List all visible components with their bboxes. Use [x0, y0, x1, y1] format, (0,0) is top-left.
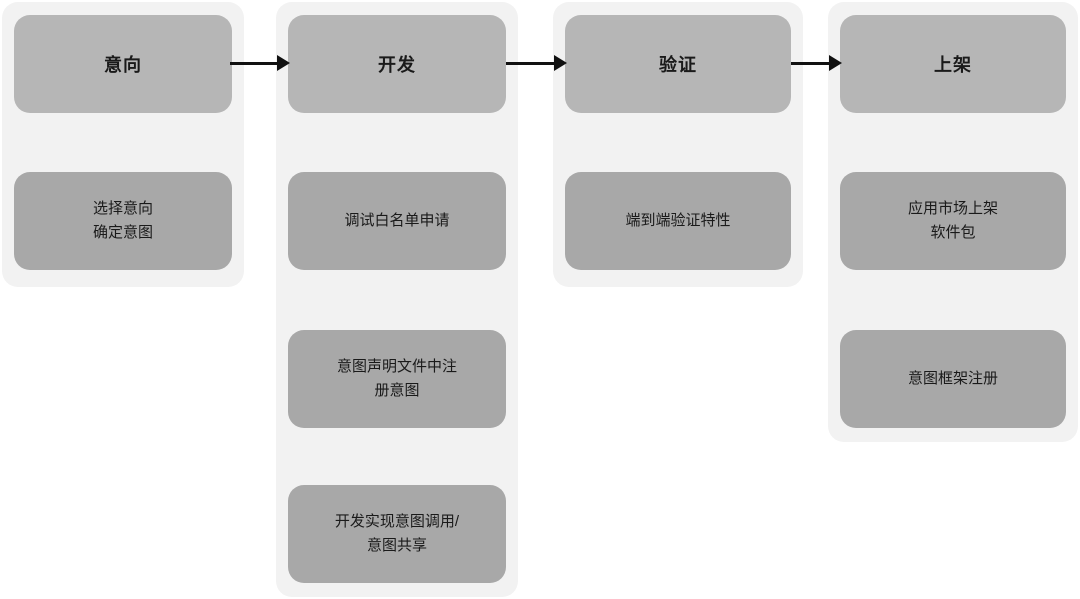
- stage-title: 意向: [104, 55, 142, 75]
- stage-column-intent: 意向 选择意向 确定意图: [2, 2, 244, 287]
- step-box-framework-register: 意图框架注册: [840, 330, 1066, 428]
- step-box-declare-intent: 意图声明文件中注 册意图: [288, 330, 506, 428]
- stage-header-verify: 验证: [565, 15, 791, 113]
- stage-header-develop: 开发: [288, 15, 506, 113]
- step-label: 调试白名单申请: [344, 212, 450, 229]
- flow-arrow-verify-to-launch: [791, 55, 842, 71]
- arrow-line: [791, 61, 832, 65]
- step-box-e2e-verify: 端到端验证特性: [565, 172, 791, 270]
- stage-column-verify: 验证 端到端验证特性: [553, 2, 803, 287]
- stage-title: 上架: [934, 55, 972, 75]
- step-box-implement-intent: 开发实现意图调用/ 意图共享: [288, 485, 506, 583]
- stage-column-launch: 上架 应用市场上架 软件包 意图框架注册: [828, 2, 1078, 442]
- step-label: 意图声明文件中注 册意图: [336, 358, 457, 399]
- arrow-head-icon: [829, 55, 842, 71]
- step-label: 意图框架注册: [907, 370, 998, 387]
- step-label: 开发实现意图调用/ 意图共享: [334, 513, 460, 554]
- stage-header-intent: 意向: [14, 15, 232, 113]
- step-box-choose-intent: 选择意向 确定意图: [14, 172, 232, 270]
- arrow-line: [506, 61, 557, 65]
- step-label: 选择意向 确定意图: [92, 200, 153, 241]
- stage-title: 开发: [378, 55, 416, 75]
- stage-title: 验证: [659, 55, 697, 75]
- step-label: 应用市场上架 软件包: [907, 200, 998, 241]
- arrow-head-icon: [277, 55, 290, 71]
- step-box-appmarket-release: 应用市场上架 软件包: [840, 172, 1066, 270]
- arrow-line: [230, 61, 280, 65]
- arrow-head-icon: [554, 55, 567, 71]
- flow-arrow-develop-to-verify: [506, 55, 567, 71]
- stage-column-develop: 开发 调试白名单申请 意图声明文件中注 册意图 开发实现意图调用/ 意图共享: [276, 2, 518, 597]
- stage-header-launch: 上架: [840, 15, 1066, 113]
- step-box-whitelist-apply: 调试白名单申请: [288, 172, 506, 270]
- flow-arrow-intent-to-develop: [230, 55, 290, 71]
- step-label: 端到端验证特性: [625, 212, 731, 229]
